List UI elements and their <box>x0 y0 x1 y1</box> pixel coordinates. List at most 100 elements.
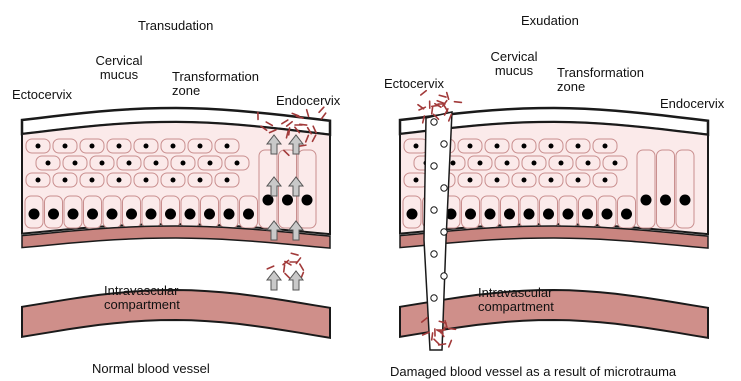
cell-nucleus <box>563 209 574 220</box>
cell-nucleus <box>522 144 527 149</box>
label-ectocervix-left: Ectocervix <box>12 88 72 102</box>
cell-nucleus <box>524 209 535 220</box>
cell-nucleus <box>680 195 691 206</box>
fibrin-strand <box>321 113 325 119</box>
cell-nucleus <box>414 144 419 149</box>
cell-nucleus <box>576 144 581 149</box>
cell-nucleus <box>586 161 591 166</box>
blood-cell <box>441 185 447 191</box>
columnar-cell <box>676 150 694 228</box>
cell-nucleus <box>165 209 176 220</box>
cell-nucleus <box>117 144 122 149</box>
cell-nucleus <box>90 144 95 149</box>
cell-nucleus <box>495 178 500 183</box>
label-cervical-mucus-right: Cervical mucus <box>483 50 545 78</box>
cell-nucleus <box>660 195 671 206</box>
cell-nucleus <box>478 161 483 166</box>
label-endocervix-right: Endocervix <box>660 97 724 111</box>
cell-nucleus <box>603 178 608 183</box>
cell-nucleus <box>73 161 78 166</box>
cell-nucleus <box>204 209 215 220</box>
cell-nucleus <box>549 178 554 183</box>
cell-nucleus <box>224 209 235 220</box>
cell-nucleus <box>126 209 137 220</box>
cell-nucleus <box>613 161 618 166</box>
cell-nucleus <box>576 178 581 183</box>
cell-nucleus <box>225 178 230 183</box>
fibrin-strand <box>267 266 273 269</box>
cell-nucleus <box>621 209 632 220</box>
cell-nucleus <box>208 161 213 166</box>
cell-nucleus <box>468 178 473 183</box>
transudation-arrow <box>289 271 303 290</box>
label-cervical-mucus-left: Cervical mucus <box>88 54 150 82</box>
label-endocervix-left: Endocervix <box>276 94 340 108</box>
blood-cell <box>441 273 447 279</box>
columnar-cell <box>637 150 655 228</box>
fibrin-strand <box>284 265 285 272</box>
fibrin-strand <box>291 253 298 255</box>
cell-nucleus <box>171 178 176 183</box>
cell-nucleus <box>302 195 313 206</box>
cell-nucleus <box>522 178 527 183</box>
panel-title-transudation: Transudation <box>138 19 213 33</box>
cell-nucleus <box>414 178 419 183</box>
label-transformation-zone-right: Transformation zone <box>557 66 644 94</box>
cell-nucleus <box>63 178 68 183</box>
fibrin-strand <box>432 333 433 340</box>
cell-nucleus <box>243 209 254 220</box>
blood-cell <box>431 163 437 169</box>
cell-nucleus <box>144 144 149 149</box>
cell-nucleus <box>36 178 41 183</box>
cell-nucleus <box>185 209 196 220</box>
cell-nucleus <box>504 209 515 220</box>
fibrin-strand <box>421 91 427 95</box>
cell-nucleus <box>505 161 510 166</box>
fibrin-strand <box>432 105 439 106</box>
cell-nucleus <box>146 209 157 220</box>
blood-cell <box>431 251 437 257</box>
cell-nucleus <box>100 161 105 166</box>
cell-nucleus <box>107 209 118 220</box>
fibrin-strand <box>447 93 449 100</box>
fibrin-strand <box>296 258 300 264</box>
fibrin-strand <box>307 110 309 117</box>
fibrin-strand <box>449 329 456 330</box>
fibrin-strand <box>439 95 446 97</box>
cell-nucleus <box>127 161 132 166</box>
cell-nucleus <box>144 178 149 183</box>
cell-nucleus <box>532 161 537 166</box>
cell-nucleus <box>282 195 293 206</box>
columnar-cell <box>298 150 316 228</box>
cell-nucleus <box>36 144 41 149</box>
cell-nucleus <box>543 209 554 220</box>
caption-damaged-vessel: Damaged blood vessel as a result of micr… <box>390 364 676 379</box>
fibrin-strand <box>289 128 290 135</box>
blood-vessel <box>400 290 708 338</box>
blood-cell <box>431 119 437 125</box>
label-intravascular-left: Intravascular compartment <box>104 284 180 312</box>
transudation-arrow <box>267 271 281 290</box>
cell-nucleus <box>154 161 159 166</box>
cell-nucleus <box>465 209 476 220</box>
cell-nucleus <box>117 178 122 183</box>
cell-nucleus <box>198 144 203 149</box>
cell-nucleus <box>407 209 418 220</box>
cell-nucleus <box>87 209 98 220</box>
exudation-panel <box>400 91 708 350</box>
fibrin-strand <box>437 101 444 104</box>
blood-cell <box>441 141 447 147</box>
cell-nucleus <box>235 161 240 166</box>
cell-nucleus <box>63 144 68 149</box>
fibrin-strand <box>418 105 424 109</box>
fibrin-strand <box>439 344 446 345</box>
fibrin-strand <box>432 107 433 114</box>
columnar-cell <box>657 150 675 228</box>
cell-nucleus <box>468 144 473 149</box>
cell-nucleus <box>549 144 554 149</box>
cell-nucleus <box>90 178 95 183</box>
cell-nucleus <box>29 209 40 220</box>
cell-nucleus <box>485 209 496 220</box>
label-intravascular-right: Intravascular compartment <box>478 286 554 314</box>
fibrin-strand <box>285 273 290 278</box>
